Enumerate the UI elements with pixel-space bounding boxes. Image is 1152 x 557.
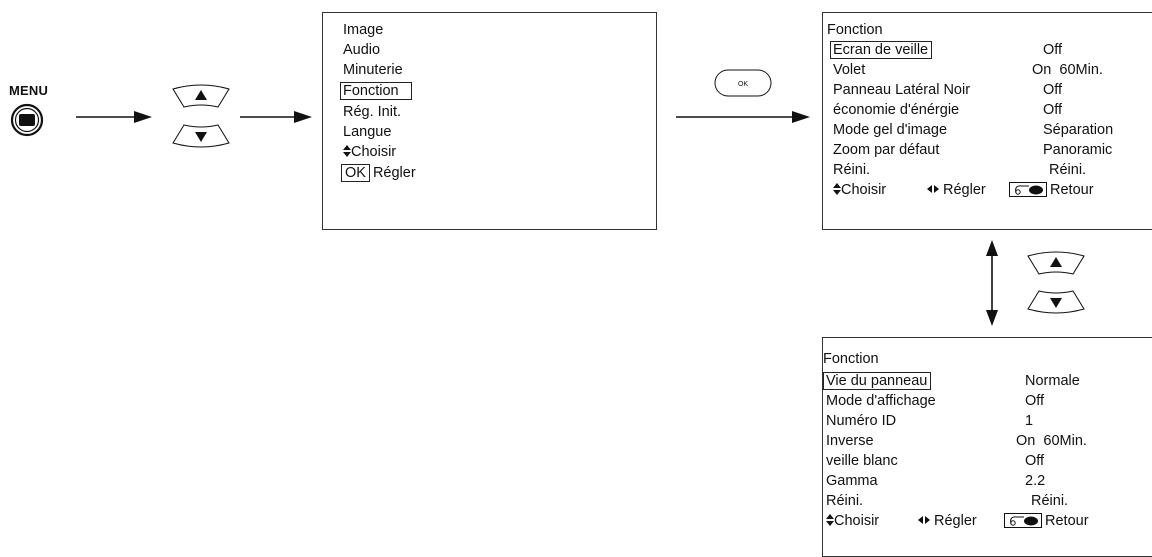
down-arrow-icon bbox=[1050, 298, 1062, 308]
row-label[interactable]: Réini. bbox=[826, 493, 864, 509]
row-value: Réini. bbox=[1049, 162, 1087, 178]
row-value: Off bbox=[1043, 82, 1063, 98]
row-value: Panoramic bbox=[1043, 142, 1113, 158]
flow-arrow-2 bbox=[240, 111, 312, 123]
hint-set-label: Régler bbox=[372, 165, 416, 181]
row-label[interactable]: Mode d'affichage bbox=[826, 393, 936, 409]
fonction-menu-2-title: Fonction bbox=[823, 351, 879, 367]
row-label[interactable]: Gamma bbox=[826, 473, 878, 489]
row-value-text: On 60Min. bbox=[1032, 62, 1103, 78]
row-label[interactable]: Panneau Latéral Noir bbox=[833, 82, 971, 98]
return-icon bbox=[1009, 182, 1047, 197]
row-label[interactable]: Zoom par défaut bbox=[833, 142, 940, 158]
row-value: 1 bbox=[1025, 413, 1034, 429]
menu-button[interactable] bbox=[10, 103, 44, 137]
footer-set: Régler bbox=[927, 181, 986, 199]
menu-item-minuterie[interactable]: Minuterie bbox=[343, 62, 403, 78]
row-value: Réini. bbox=[1031, 493, 1069, 509]
row-value: Séparation bbox=[1043, 122, 1114, 138]
up-button[interactable] bbox=[172, 83, 230, 109]
up-arrow-icon bbox=[1050, 257, 1062, 267]
row-ecran-de-veille[interactable]: Ecran de veille bbox=[830, 41, 933, 59]
row-value: Off bbox=[1043, 42, 1063, 58]
up-button-2[interactable] bbox=[1027, 250, 1085, 276]
footer-back: Retour bbox=[1004, 512, 1089, 530]
row-value: 2.2 bbox=[1025, 473, 1046, 489]
row-value: Off bbox=[1025, 453, 1045, 469]
row-value: Normale bbox=[1025, 373, 1080, 389]
down-button-2[interactable] bbox=[1027, 289, 1085, 315]
row-label[interactable]: Volet bbox=[833, 62, 866, 78]
fonction-menu-2: Fonction Vie du panneau Normale Mode d'a… bbox=[822, 337, 1152, 557]
hint-choose-row: Choisir bbox=[343, 143, 396, 161]
footer-choose-label: Choisir bbox=[841, 182, 887, 198]
updown-icon bbox=[833, 183, 841, 195]
left-right-icon bbox=[918, 516, 930, 524]
down-arrow-icon bbox=[195, 132, 207, 142]
footer-choose: Choisir bbox=[826, 512, 879, 530]
ok-button-label: OK bbox=[738, 81, 748, 88]
updown-icon bbox=[826, 514, 834, 526]
vertical-double-arrow bbox=[986, 240, 998, 326]
menu-item-reg-init[interactable]: Rég. Init. bbox=[343, 104, 402, 120]
up-arrow-icon bbox=[195, 90, 207, 100]
menu-item-image[interactable]: Image bbox=[343, 22, 384, 38]
hint-choose-label: Choisir bbox=[351, 144, 397, 160]
updown-icon bbox=[343, 145, 351, 157]
row-label[interactable]: Mode gel d'image bbox=[833, 122, 948, 138]
hint-ok-label: OK bbox=[341, 164, 370, 182]
ok-button[interactable]: OK bbox=[714, 69, 772, 97]
footer-back-label: Retour bbox=[1045, 513, 1089, 529]
left-right-icon bbox=[927, 185, 939, 193]
menu-item-audio[interactable]: Audio bbox=[343, 42, 381, 58]
footer-back-label: Retour bbox=[1050, 182, 1094, 198]
row-label[interactable]: Numéro ID bbox=[826, 413, 897, 429]
row-label[interactable]: Inverse bbox=[826, 433, 874, 449]
fonction-menu-1: Fonction Ecran de veille Off Volet On 60… bbox=[822, 12, 1152, 230]
main-menu: Image Audio Minuterie Fonction Rég. Init… bbox=[322, 12, 657, 230]
return-icon bbox=[1004, 513, 1042, 528]
footer-set: Régler bbox=[918, 512, 977, 530]
flow-arrow-1 bbox=[76, 111, 152, 123]
menu-button-label: MENU bbox=[9, 83, 49, 98]
down-button[interactable] bbox=[172, 123, 230, 149]
row-label[interactable]: économie d'énérgie bbox=[833, 102, 960, 118]
menu-item-langue[interactable]: Langue bbox=[343, 124, 392, 140]
row-label: Ecran de veille bbox=[830, 41, 933, 59]
row-label[interactable]: Réini. bbox=[833, 162, 871, 178]
row-value: Off bbox=[1025, 393, 1045, 409]
menu-item-fonction[interactable]: Fonction bbox=[340, 82, 412, 100]
row-label: Vie du panneau bbox=[823, 372, 932, 390]
footer-choose-label: Choisir bbox=[834, 513, 880, 529]
footer-set-label: Régler bbox=[943, 182, 986, 198]
footer-back: Retour bbox=[1009, 181, 1094, 199]
row-value: Off bbox=[1043, 102, 1063, 118]
row-label[interactable]: veille blanc bbox=[826, 453, 898, 469]
row-value-text: On 60Min. bbox=[1016, 433, 1087, 449]
row-value: On 60Min. bbox=[1032, 61, 1103, 79]
row-value: On 60Min. bbox=[1016, 432, 1087, 450]
flow-arrow-3 bbox=[676, 111, 810, 123]
fonction-menu-1-title: Fonction bbox=[827, 22, 883, 38]
menu-item-fonction-label: Fonction bbox=[340, 82, 412, 100]
footer-set-label: Régler bbox=[934, 513, 977, 529]
footer-choose: Choisir bbox=[833, 181, 886, 199]
row-vie-du-panneau[interactable]: Vie du panneau bbox=[823, 372, 932, 390]
